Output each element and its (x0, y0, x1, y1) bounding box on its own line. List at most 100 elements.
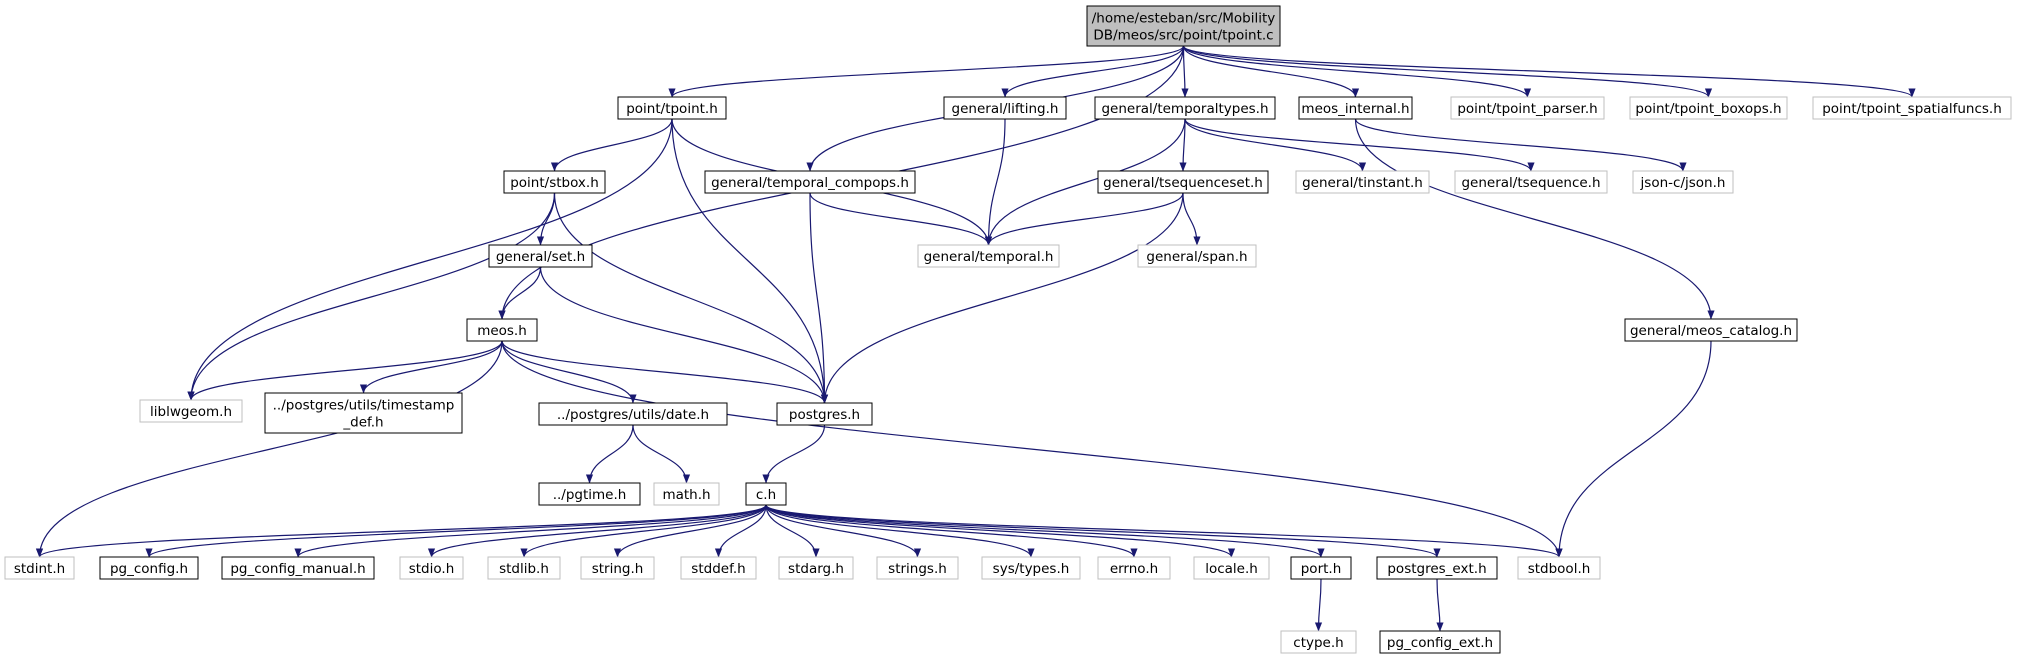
node-box (1379, 630, 1501, 654)
node-general-lifting-h[interactable]: general/lifting.h (943, 96, 1067, 120)
node-box (704, 170, 916, 194)
edge-c-h-to-strings-h (765, 504, 922, 558)
node-general-temporal-compops-h[interactable]: general/temporal_compops.h (704, 170, 916, 194)
node-label: general/temporaltypes.h (1101, 101, 1268, 117)
node-stdio-h: stdio.h (399, 556, 464, 580)
node-general-span-h: general/span.h (1137, 244, 1257, 268)
node-point-tpoint-h[interactable]: point/tpoint.h (617, 96, 727, 120)
edge-port-h-to-ctype-h (1314, 578, 1323, 632)
node-label: ../postgres/utils/date.h (557, 407, 709, 423)
node-box (1290, 556, 1352, 580)
node-pg-config-h[interactable]: pg_config.h (99, 556, 199, 580)
edge-c-h-to-stdarg-h (765, 504, 820, 558)
node-point-stbox-h[interactable]: point/stbox.h (503, 170, 606, 194)
node-pg-config-ext-h[interactable]: pg_config_ext.h (1379, 630, 1501, 654)
node-math-h: math.h (653, 482, 720, 506)
node-label: c.h (756, 487, 776, 503)
node-port-h[interactable]: port.h (1290, 556, 1352, 580)
node-general-set-h[interactable]: general/set.h (488, 244, 593, 268)
node-general-tsequenceset-h[interactable]: general/tsequenceset.h (1097, 170, 1269, 194)
edge-general-temporaltypes-h-to-general-tsequence-h (1184, 118, 1535, 172)
nodes-layer: /home/esteban/src/MobilityDB/meos/src/po… (4, 5, 2012, 654)
node-label: general/temporal_compops.h (711, 175, 909, 191)
node-postgres-h[interactable]: postgres.h (776, 402, 873, 426)
node-general-meos-catalog-h[interactable]: general/meos_catalog.h (1624, 318, 1798, 342)
node-box (1280, 630, 1357, 654)
edge-c-h-to-pg-config-manual-h (294, 504, 767, 558)
node-label: general/temporal.h (924, 249, 1054, 265)
node-label: ../postgres/utils/timestamp (273, 398, 455, 414)
node-meos-h[interactable]: meos.h (466, 318, 538, 342)
node-box (399, 556, 464, 580)
node-errno-h: errno.h (1097, 556, 1171, 580)
node-box (1094, 96, 1276, 120)
edge-general-temporaltypes-h-to-general-temporal-h (984, 118, 1186, 246)
node-root: /home/esteban/src/MobilityDB/meos/src/po… (1086, 5, 1281, 47)
edge-general-tsequenceset-h-to-general-temporal-h (984, 192, 1184, 246)
node-box (503, 170, 606, 194)
node-box (1295, 170, 1430, 194)
edge-meos-h-to-liblwgeom-h (187, 340, 503, 401)
node-label: stdlib.h (499, 561, 549, 577)
node-box (1086, 5, 1281, 47)
edge-general-lifting-h-to-general-temporal-h (984, 118, 1006, 246)
node-postgres-ext-h[interactable]: postgres_ext.h (1376, 556, 1498, 580)
edge-point-stbox-h-to-postgres-h (553, 192, 829, 404)
node-point-tpoint-spatialfuncs-h: point/tpoint_spatialfuncs.h (1812, 96, 2012, 120)
edge-c-h-to-errno-h (765, 504, 1138, 558)
edge-point-tpoint-h-to-liblwgeom-h (187, 118, 673, 401)
node-label: sys/types.h (993, 561, 1070, 577)
edge-meos-h-to-postgres-h (501, 340, 829, 404)
edge-root-to-point-tpoint-spatialfuncs-h (1182, 45, 1916, 98)
node-box (680, 556, 757, 580)
edge-date-h-to-pgtime-h (585, 424, 634, 484)
node-box (617, 96, 727, 120)
node-box (1298, 96, 1413, 120)
node-stdarg-h: stdarg.h (778, 556, 854, 580)
node-label: json-c/json.h (1640, 175, 1726, 191)
node-timestamp-def-h[interactable]: ../postgres/utils/timestamp_def.h (264, 392, 463, 434)
node-box (139, 399, 243, 423)
node-box (221, 556, 375, 580)
node-box (1137, 244, 1257, 268)
node-general-tsequence-h: general/tsequence.h (1454, 170, 1608, 194)
edge-postgres-h-to-c-h (762, 424, 826, 484)
node-c-h[interactable]: c.h (745, 482, 787, 506)
node-label: /home/esteban/src/Mobility (1092, 11, 1276, 27)
edge-general-temporaltypes-h-to-general-tinstant-h (1184, 118, 1367, 172)
node-box (1097, 170, 1269, 194)
node-box (1632, 170, 1734, 194)
node-box (745, 482, 787, 506)
node-label: general/tsequence.h (1461, 175, 1600, 191)
node-label: stdio.h (409, 561, 455, 577)
node-date-h[interactable]: ../postgres/utils/date.h (538, 402, 728, 426)
edge-c-h-to-pg-config-h (145, 504, 767, 558)
node-general-temporaltypes-h[interactable]: general/temporaltypes.h (1094, 96, 1276, 120)
edge-root-to-general-lifting-h (1001, 45, 1185, 98)
edge-meos-h-to-stdbool-h (501, 340, 1563, 558)
node-label: pg_config_manual.h (230, 561, 365, 577)
node-box (487, 556, 561, 580)
edge-root-to-point-tpoint-boxops-h (1182, 45, 1712, 98)
node-sys-types-h: sys/types.h (981, 556, 1081, 580)
edge-c-h-to-stdio-h (428, 504, 767, 558)
node-box (488, 244, 593, 268)
node-label: meos_internal.h (1301, 101, 1409, 117)
edge-c-h-to-sys-types-h (765, 504, 1035, 558)
node-pgtime-h[interactable]: ../pgtime.h (538, 482, 641, 506)
node-label: postgres_ext.h (1387, 561, 1486, 577)
node-label: postgres.h (789, 407, 860, 423)
edge-root-to-point-tpoint-parser-h (1182, 45, 1531, 98)
node-label: liblwgeom.h (150, 404, 232, 420)
node-label: point/tpoint_boxops.h (1635, 101, 1781, 117)
node-meos-internal-h[interactable]: meos_internal.h (1298, 96, 1413, 120)
node-strings-h: strings.h (876, 556, 959, 580)
node-box (1193, 556, 1270, 580)
node-label: DB/meos/src/point/tpoint.c (1093, 28, 1273, 44)
node-box (981, 556, 1081, 580)
node-pg-config-manual-h[interactable]: pg_config_manual.h (221, 556, 375, 580)
node-box (917, 244, 1060, 268)
node-box (1376, 556, 1498, 580)
node-label: point/tpoint_parser.h (1457, 101, 1597, 117)
